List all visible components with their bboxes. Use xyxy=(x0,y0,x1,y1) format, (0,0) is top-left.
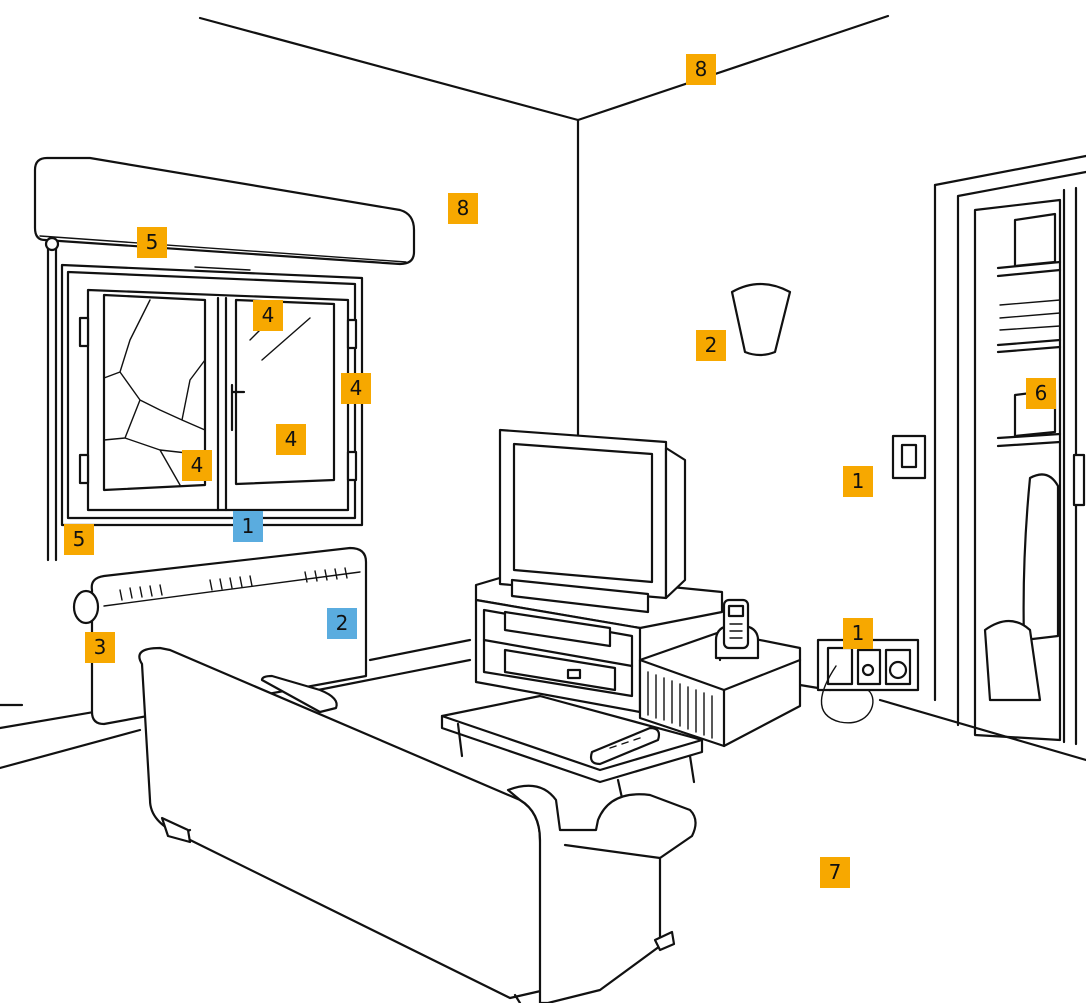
label-badge-2: 2 xyxy=(327,608,357,639)
light-switch xyxy=(893,436,925,478)
wall-lamp xyxy=(732,284,790,355)
label-badge-1: 1 xyxy=(843,618,873,649)
wall-sockets xyxy=(818,640,918,723)
label-badge-4: 4 xyxy=(276,424,306,455)
label-badge-8: 8 xyxy=(448,193,478,224)
label-badge-5: 5 xyxy=(64,524,94,555)
label-badge-4: 4 xyxy=(182,450,212,481)
television xyxy=(500,430,685,612)
label-badge-2: 2 xyxy=(696,330,726,361)
window xyxy=(46,238,362,560)
label-badge-5: 5 xyxy=(137,227,167,258)
label-badge-8: 8 xyxy=(686,54,716,85)
wardrobe xyxy=(935,156,1086,744)
label-badge-6: 6 xyxy=(1026,378,1056,409)
label-badge-1: 1 xyxy=(233,511,263,542)
label-badge-7: 7 xyxy=(820,857,850,888)
label-badge-4: 4 xyxy=(253,300,283,331)
label-badge-3: 3 xyxy=(85,632,115,663)
label-badge-1: 1 xyxy=(843,466,873,497)
label-badge-4: 4 xyxy=(341,373,371,404)
roller-shutter-box xyxy=(35,158,414,275)
